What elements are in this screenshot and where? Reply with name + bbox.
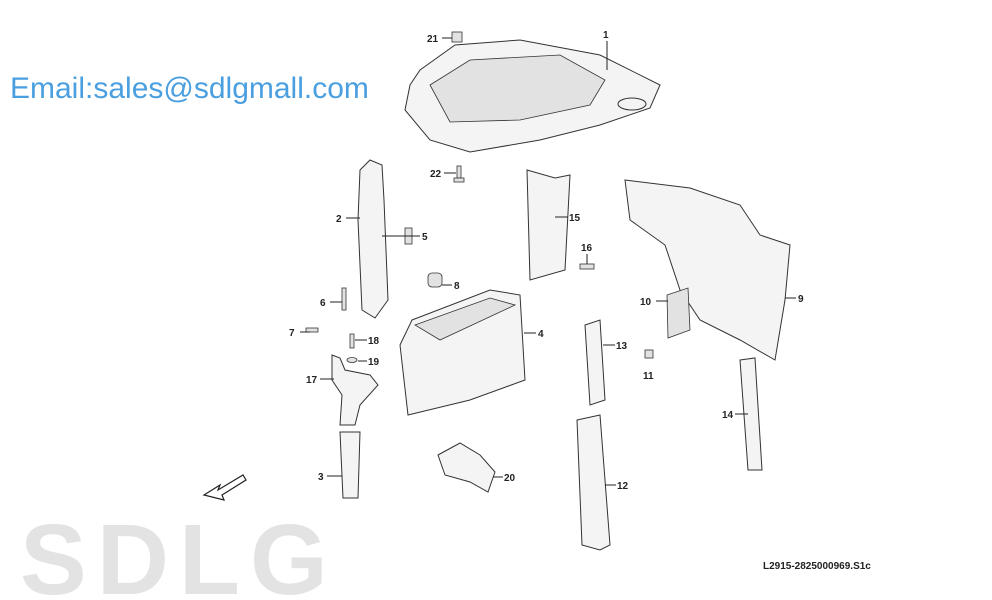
callout-13: 13: [616, 341, 628, 352]
callout-15: 15: [569, 213, 581, 224]
email-watermark: Email:sales@sdlgmall.com: [10, 72, 369, 105]
part-17-duct[interactable]: [331, 354, 379, 426]
part-19-washer[interactable]: [346, 357, 358, 363]
callout-16: 16: [581, 243, 593, 254]
front-direction-arrow-icon: [202, 474, 247, 501]
part-11-clip[interactable]: [644, 349, 654, 359]
part-12-trim[interactable]: [576, 414, 611, 551]
part-2-pillar-trim[interactable]: [357, 159, 389, 319]
part-13-trim[interactable]: [584, 319, 606, 406]
callout-3: 3: [318, 472, 324, 483]
callout-21: 21: [427, 34, 439, 45]
callout-5: 5: [422, 232, 428, 243]
callout-7: 7: [289, 328, 295, 339]
part-3-duct[interactable]: [339, 431, 361, 499]
callout-14: 14: [722, 410, 734, 421]
part-8-cap[interactable]: [427, 272, 443, 288]
part-7-screw[interactable]: [305, 327, 319, 333]
part-21-clip[interactable]: [451, 31, 463, 43]
sdlg-logo: SDLG: [20, 504, 338, 600]
callout-20: 20: [504, 473, 516, 484]
part-16-screw[interactable]: [579, 263, 595, 270]
callout-19: 19: [368, 357, 380, 368]
callout-12: 12: [617, 481, 629, 492]
part-22-screw[interactable]: [453, 165, 465, 183]
part-20-cover[interactable]: [437, 442, 496, 493]
drawing-code: L2915-2825000969.S1c: [763, 561, 871, 572]
part-10-cover[interactable]: [666, 287, 691, 339]
part-18-screw[interactable]: [349, 333, 355, 349]
callout-2: 2: [336, 214, 342, 225]
callout-22: 22: [430, 169, 442, 180]
part-1-roof-liner[interactable]: [404, 39, 661, 153]
callout-10: 10: [640, 297, 652, 308]
part-4-side-console[interactable]: [399, 289, 526, 416]
callout-8: 8: [454, 281, 460, 292]
callout-4: 4: [538, 329, 544, 340]
callout-17: 17: [306, 375, 318, 386]
part-9-rear-panel[interactable]: [624, 179, 791, 361]
callout-9: 9: [798, 294, 804, 305]
leader-lines: [300, 37, 796, 486]
part-15-pillar-cover[interactable]: [526, 169, 571, 281]
part-6-spring[interactable]: [341, 287, 347, 311]
callout-18: 18: [368, 336, 380, 347]
callout-11: 11: [643, 371, 654, 382]
part-14-trim[interactable]: [739, 357, 763, 471]
callout-6: 6: [320, 298, 326, 309]
callout-1: 1: [603, 30, 609, 41]
